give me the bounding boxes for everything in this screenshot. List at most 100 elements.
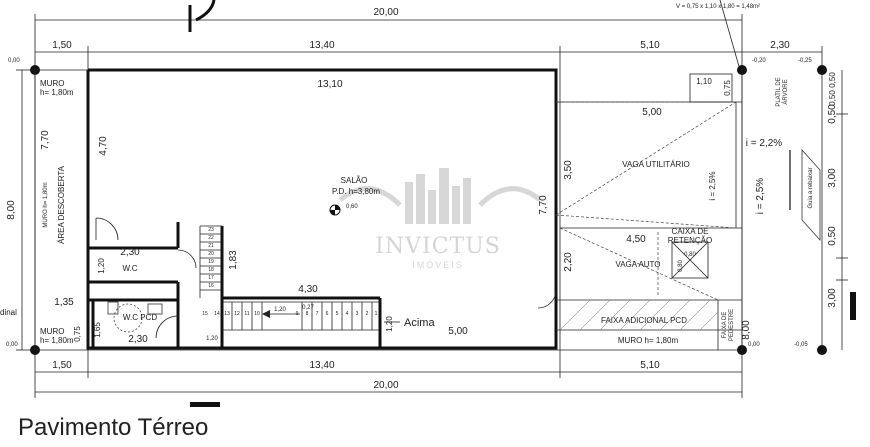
dim-120-wc: 1,20 — [97, 258, 106, 274]
stair-step-number: 17 — [208, 275, 214, 281]
muro-top-label: MURO — [40, 79, 64, 88]
page-title: Pavimento Térreo — [18, 414, 209, 441]
dim-120-stair: 1,20 — [274, 307, 286, 313]
dim-bottom-total: 20,00 — [373, 380, 398, 391]
dim-080-h: 0,80 — [684, 252, 696, 258]
level-bottom-right: 0,00 — [748, 342, 760, 348]
slope-label-1: i = 2,5% — [708, 171, 717, 200]
stair-step-number: 22 — [208, 235, 214, 241]
dim-top-seg-2: 13,40 — [309, 40, 334, 51]
watermark-logo: INVICTUS IMÓVEIS — [338, 168, 542, 270]
volume-formula: V = 0,75 x 1,10 x 1,80 = 1,48m² — [676, 4, 760, 10]
platil-label-1: PLATIL DE — [776, 77, 782, 106]
slope-label-2: i = 2,5% — [755, 178, 766, 215]
stair-step-number: 3 — [356, 311, 359, 317]
stair-step-number: 12 — [234, 311, 240, 317]
dim-right-col-3: 0,50 — [827, 104, 838, 124]
salao-label: SALÃO — [341, 176, 368, 185]
dim-500-top: 5,00 — [642, 107, 662, 118]
stair-step-number: 14 — [214, 311, 220, 317]
section-marker — [188, 0, 856, 407]
watermark-sub: IMÓVEIS — [412, 260, 464, 270]
dim-top-total: 20,00 — [373, 7, 398, 18]
dimension-texts: 20,00 1,50 13,40 5,10 2,30 1,50 13,40 5,… — [6, 7, 838, 391]
dim-right-col-2: 0,50 — [828, 90, 837, 106]
stair-step-number: 16 — [208, 283, 214, 289]
level-r3: -0,05 — [794, 342, 808, 348]
wc-label: W.C — [122, 264, 137, 273]
caixa-label: CAIXA DE — [672, 227, 709, 236]
dim-right-total: 8,00 — [741, 320, 752, 340]
level-markers — [30, 65, 827, 355]
dim-075-left: 0,75 — [73, 326, 82, 342]
dim-430: 4,30 — [298, 284, 318, 295]
pcd-hatch — [559, 299, 719, 331]
stair-step-number: 5 — [336, 311, 339, 317]
stair-step-number: 20 — [208, 251, 214, 257]
stair-step-number: 13 — [224, 311, 230, 317]
level-r1: -0,25 — [798, 58, 812, 64]
dim-770-right: 7,70 — [538, 195, 549, 215]
dim-230-pcd: 2,30 — [128, 334, 148, 345]
dim-top-seg-4: 2,30 — [770, 40, 790, 51]
dim-120-v: 1,20 — [385, 316, 394, 332]
faixa-pedestre-1: FAIXA DE — [722, 312, 728, 339]
dim-350: 3,50 — [563, 160, 574, 180]
stair-step-number: 9 — [296, 311, 299, 317]
stair-step-number: 15 — [202, 311, 208, 317]
stair-step-number: 21 — [208, 243, 214, 249]
muro-bottom-label: MURO h= 1,80m — [618, 336, 679, 345]
stair-step-number: 2 — [366, 311, 369, 317]
dim-450: 4,50 — [626, 234, 646, 245]
muro-bl-label: MURO — [40, 327, 64, 336]
stair-step-number: 1 — [375, 311, 378, 317]
walls — [34, 68, 743, 351]
stair-step-number: 10 — [254, 311, 260, 317]
muro-left-vertical: MURO h= 1,80m — [43, 182, 49, 227]
stair-step-number: 19 — [208, 259, 214, 265]
dim-120-small: 1,20 — [206, 336, 218, 342]
stair-step-number: 23 — [208, 227, 214, 233]
vaga-utilitario-label: VAGA UTILITÁRIO — [622, 160, 689, 169]
dim-right-col-4: 3,00 — [827, 168, 838, 188]
dim-500-bottom: 5,00 — [448, 326, 468, 337]
dim-bottom-seg-2: 13,40 — [309, 360, 334, 371]
stair-step-number: 11 — [244, 311, 249, 317]
dim-165: 1,65 — [93, 322, 102, 338]
dim-230-wc: 2,30 — [120, 247, 140, 258]
parking-bays — [555, 73, 737, 301]
dim-027: 0,27 — [302, 305, 314, 311]
level-top-left: 0,00 — [8, 58, 20, 64]
faixa-pedestre-2: PEDESTRE — [729, 309, 735, 341]
dim-075-box: 0,75 — [723, 80, 732, 96]
dim-right-col-6: 3,00 — [827, 288, 838, 308]
dim-salao-length: 13,10 — [317, 79, 342, 90]
acima-label: Acima — [404, 317, 435, 329]
dim-bottom-seg-3: 5,10 — [640, 360, 660, 371]
wc-pcd-label: W.C PCD — [123, 313, 157, 322]
dim-top-seg-3: 5,10 — [640, 40, 660, 51]
wc-pcd-fixture — [107, 301, 163, 333]
room-labels: MURO h= 1,80m MURO h= 1,80m ÁREA DESCOBE… — [0, 4, 814, 345]
faixa-adicional-label: FAIXA ADICIONAL PCD — [601, 316, 687, 325]
dim-110: 1,10 — [696, 77, 712, 86]
salao-pd: P.D. h=3,80m — [332, 187, 380, 196]
vaga-auto-label: VAGA AUTO — [615, 260, 660, 269]
dim-080-v: 0,80 — [678, 260, 684, 272]
slope-label-3: i = 2,2% — [746, 138, 783, 149]
area-descoberta-label: ÁREA DESCOBERTA — [57, 165, 66, 244]
dim-183: 1,83 — [228, 250, 239, 270]
stairs — [199, 225, 400, 331]
stair-step-number: 6 — [326, 311, 329, 317]
dim-right-col-1: 0,50 — [828, 72, 837, 88]
stair-step-number: 8 — [306, 311, 309, 317]
dim-bottom-seg-1: 1,50 — [52, 360, 72, 371]
edge-text: dinal — [0, 308, 17, 317]
watermark-brand: INVICTUS — [375, 234, 501, 259]
dim-left-total: 8,00 — [6, 200, 17, 220]
dim-770-left: 7,70 — [40, 130, 51, 150]
level-r2: -0,20 — [752, 58, 766, 64]
doors — [95, 217, 557, 339]
stair-step-number: 4 — [346, 311, 349, 317]
